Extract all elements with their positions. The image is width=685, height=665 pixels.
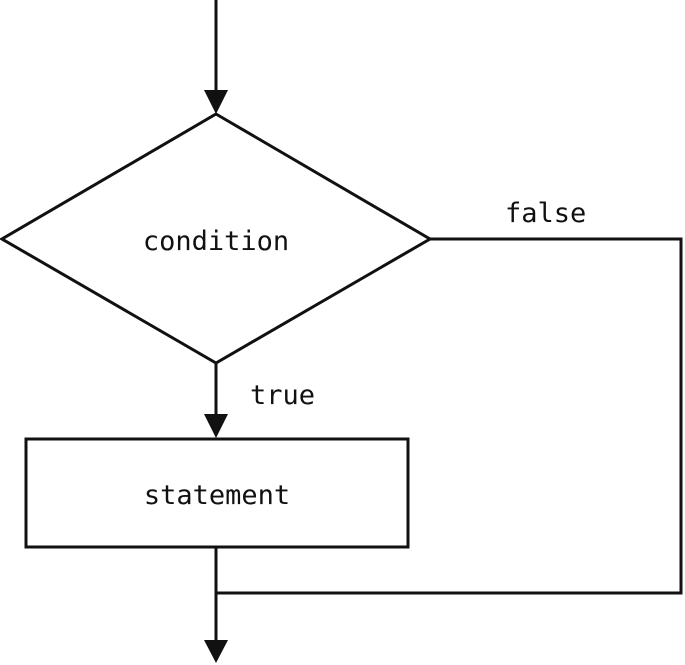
statement-label: statement: [144, 480, 290, 511]
true-branch-arrow: [204, 363, 228, 438]
decision-label: condition: [143, 226, 289, 257]
exit-arrow: [204, 547, 228, 663]
false-branch-path: [216, 237, 683, 595]
entry-arrow: [204, 0, 228, 114]
statement-box: [24, 437, 410, 549]
true-branch-label: true: [250, 380, 315, 411]
false-branch-label: false: [505, 198, 586, 229]
